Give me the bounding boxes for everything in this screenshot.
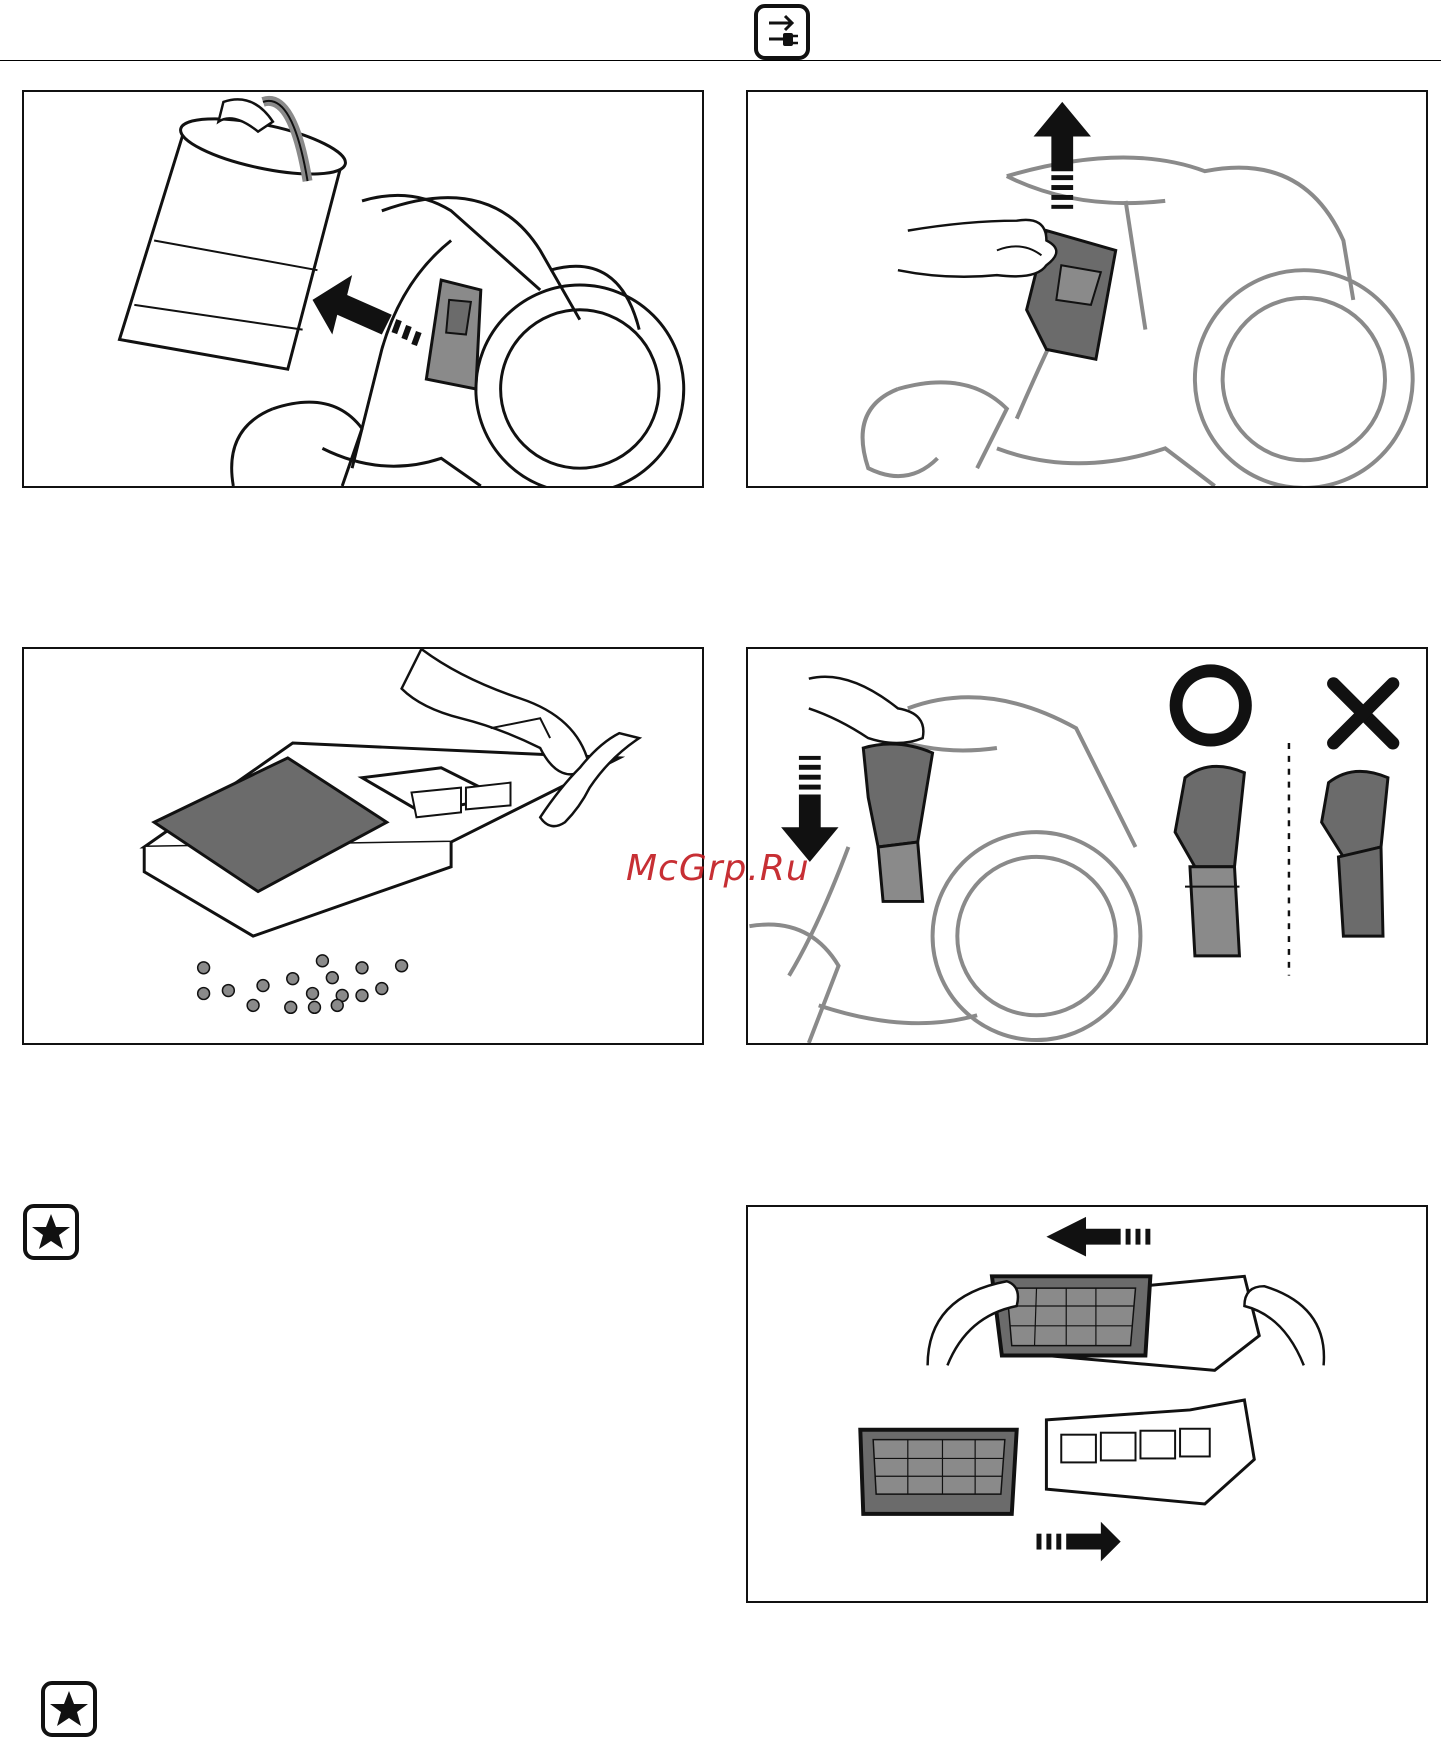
detach-dust-bin-illustration xyxy=(22,90,704,488)
star-tip-icon xyxy=(40,1680,98,1738)
reinsert-filter-holder-illustration xyxy=(746,647,1428,1045)
tap-filter-clean-illustration xyxy=(22,647,704,1045)
maintenance-plug-icon xyxy=(753,3,811,61)
lift-filter-holder-illustration xyxy=(746,90,1428,488)
replace-exhaust-filter-illustration xyxy=(746,1205,1428,1603)
header-divider xyxy=(0,60,1441,61)
star-tip-icon xyxy=(22,1203,80,1261)
watermark-text: McGrp.Ru xyxy=(626,848,810,889)
